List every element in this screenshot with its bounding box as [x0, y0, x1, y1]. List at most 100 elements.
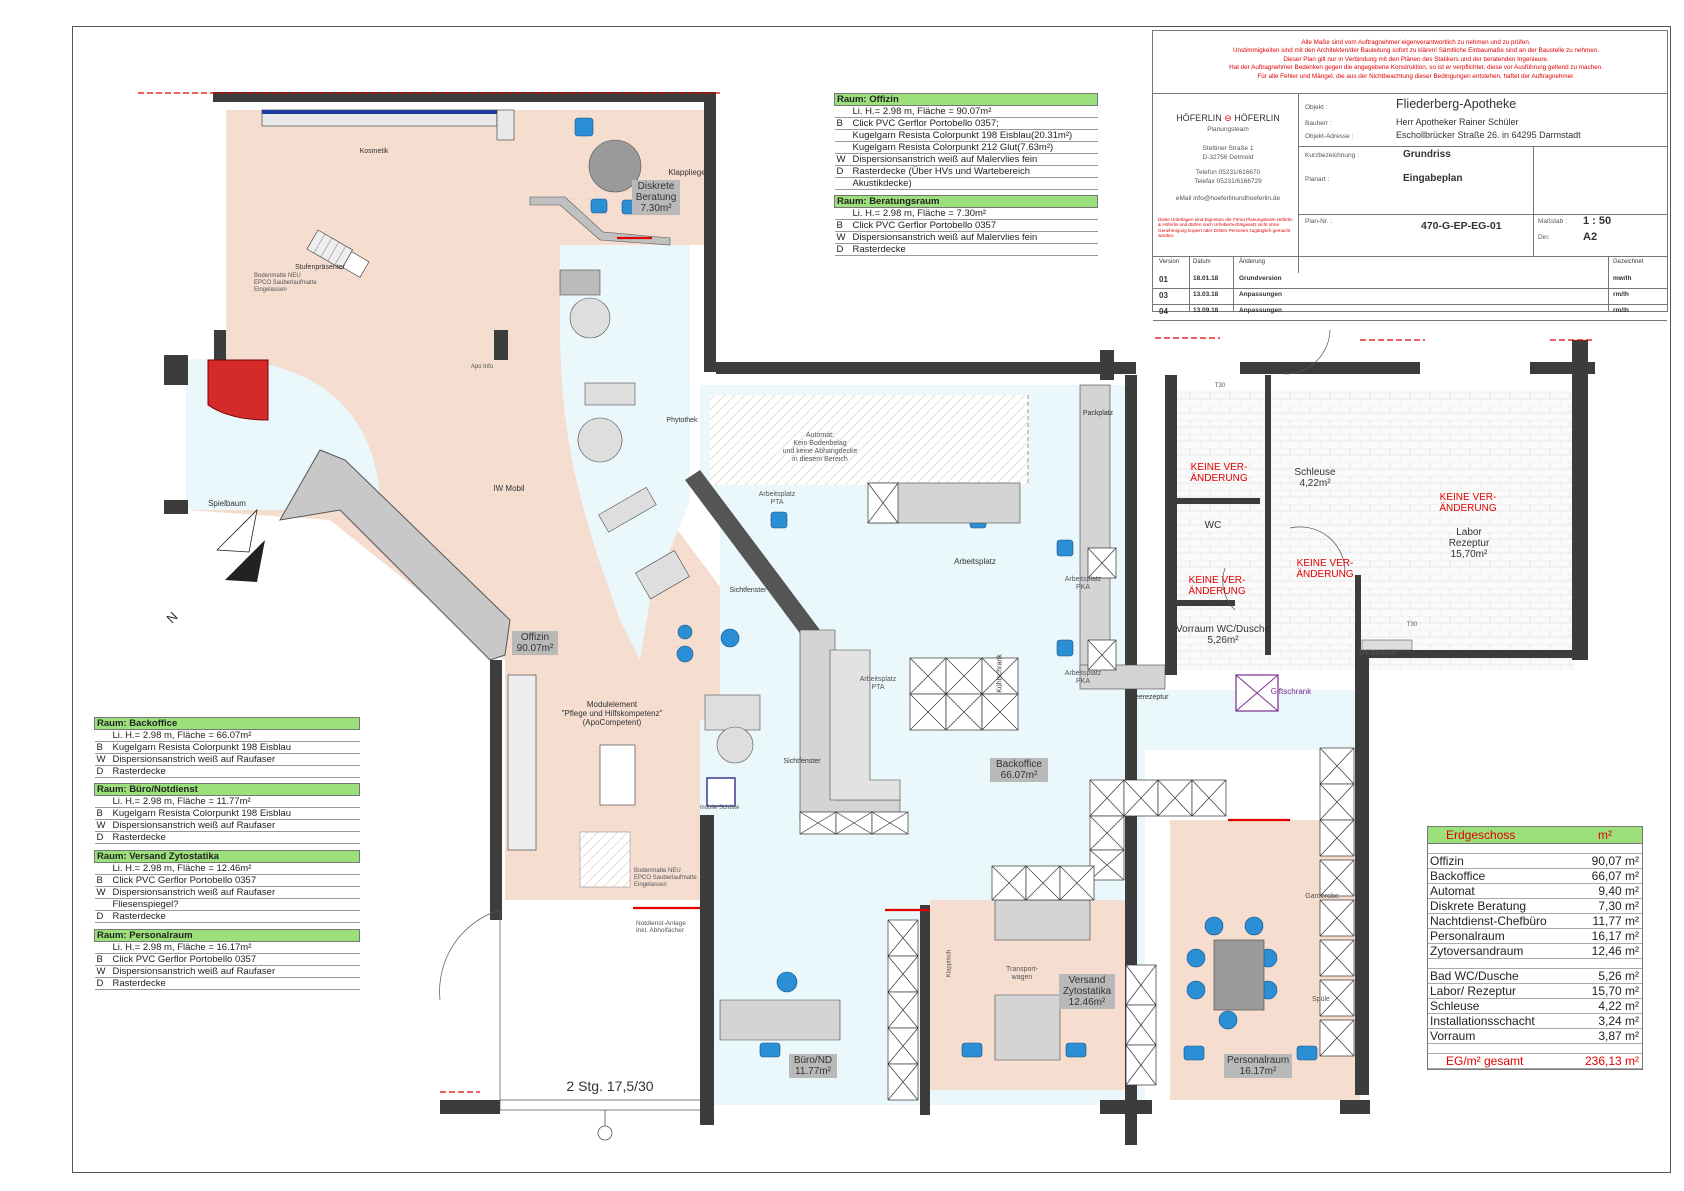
cabinet-cross — [991, 865, 1027, 901]
rev-vline — [1189, 256, 1190, 311]
label-mobile-schuette: mobile Schütte — [699, 805, 740, 811]
lbl-objekt: Objekt : — [1305, 104, 1328, 111]
label-keine-3b: ÄNDERUNG — [1296, 569, 1354, 580]
spec-row: Li. H.= 2.98 m, Fläche = 11.77m² — [94, 795, 360, 808]
spec-row: Li. H.= 2.98 m, Fläche = 90.07m² — [834, 105, 1098, 118]
spec-text: Click PVC Gerflor Portobello 0357; — [850, 117, 1098, 130]
rev-date: 18.01.18 — [1193, 275, 1219, 282]
spec-header-row: Raum: Büro/Notdienst — [94, 783, 360, 796]
spec-key: D — [94, 831, 111, 844]
cabinet-cross — [981, 693, 1019, 731]
spec-key: B — [94, 953, 111, 966]
tb-line-1 — [1153, 93, 1667, 94]
tb-bauherr: Herr Apotheker Rainer Schüler — [1396, 117, 1519, 127]
spec-key: B — [834, 219, 851, 232]
area-header-unit: m² — [1598, 828, 1612, 842]
cabinet-cross — [887, 1027, 919, 1065]
spec-key — [834, 177, 851, 190]
cabinet-cross — [1157, 779, 1193, 817]
spec-row: Akustikdecke) — [834, 177, 1098, 190]
label-keine-4: KEINE VER-ÄNDERUNG — [1433, 492, 1503, 514]
diagonal-facade — [279, 449, 511, 661]
spec-key: D — [94, 977, 111, 990]
area-room-name: Installationsschacht — [1430, 1014, 1535, 1028]
spec-text: Li. H.= 2.98 m, Fläche = 12.46m² — [110, 862, 360, 875]
label-eingelassen: Eingelassen — [254, 287, 287, 293]
spec-header: Raum: Versand Zytostatika — [94, 850, 360, 863]
rev-line — [1153, 320, 1667, 321]
lbl-din: Din: — [1538, 234, 1550, 241]
label-modul-3: (ApoCompetent) — [582, 718, 642, 727]
area-room-value: 12,46 m² — [1591, 944, 1639, 958]
spec-text: Kugelgarn Resista Colorpunkt 198 Eisblau… — [850, 129, 1098, 142]
label-backoffice: Backoffice 66.07m² — [990, 758, 1048, 782]
walls — [164, 92, 1595, 1145]
label-versand-3: 12.46m² — [1068, 997, 1106, 1008]
cabinet-cross — [1125, 1004, 1157, 1046]
spec-header: Raum: Büro/Notdienst — [94, 783, 360, 796]
spec-text: Li. H.= 2.98 m, Fläche = 11.77m² — [110, 795, 360, 808]
area-gap-1 — [1428, 844, 1642, 854]
label-vorraum-2: 5,26m² — [1207, 635, 1239, 646]
area-room-name: Automat — [1430, 884, 1475, 898]
backoffice-furniture — [719, 384, 1265, 1061]
label-ap-3: Arbeitsplatz — [1064, 576, 1102, 583]
spec-key: B — [94, 874, 111, 887]
label-offizin-1: Offizin — [520, 632, 550, 643]
spec-key: B — [94, 741, 111, 754]
spec-key — [94, 795, 111, 808]
spec-header-row: Raum: Personalraum — [94, 929, 360, 942]
label-giftschrank: Giftschrank — [1270, 687, 1312, 696]
lbl-massstab: Maßstab : — [1538, 218, 1567, 225]
spec-text: Li. H.= 2.98 m, Fläche = 7.30m² — [850, 207, 1098, 220]
label-versand: Versand Zytostatika 12.46m² — [1059, 974, 1115, 1009]
spec-header-row: Raum: Beratungsraum — [834, 195, 1098, 208]
label-t30-a: T30 — [1214, 383, 1226, 389]
spec-text: Dispersionsanstrich weiß auf Malervlies … — [850, 231, 1098, 244]
disclaimer-text: Alle Maße sind vom Auftragnehmer eigenve… — [1171, 39, 1661, 81]
rev-header: Version — [1159, 259, 1180, 265]
area-room-name: Backoffice — [1430, 869, 1486, 883]
lbl-bauherr: Bauherr : — [1305, 120, 1332, 127]
red-dashed-lines — [138, 92, 1592, 1093]
label-packplatz: Packplatz — [1082, 410, 1114, 417]
label-spielbaum: Spielbaum — [208, 499, 246, 508]
label-buero-2: 11.77m² — [795, 1066, 831, 1077]
label-iw-mobil: IW Mobil — [493, 484, 525, 493]
cabinet-cross — [1087, 639, 1117, 671]
label-arbeitsplatz-pka-1: Arbeitsplatz PKA — [1058, 576, 1108, 592]
label-diskrete-1: Diskrete — [637, 181, 675, 192]
spec-text: Rasterdecke — [110, 831, 360, 844]
spec-text: Li. H.= 2.98 m, Fläche = 66.07m² — [110, 729, 360, 742]
label-bodenmatte-2: Bodenmatte NEU EPCO Sauberlaufmatte Eing… — [634, 868, 714, 889]
label-schleuse-2: 4,22m² — [1299, 478, 1331, 489]
label-personal-2: 16.17m² — [1239, 1066, 1277, 1077]
area-room-value: 15,70 m² — [1591, 984, 1639, 998]
label-notdienst: Notdienst-Anlage Inkl. Abholfächer — [636, 920, 716, 934]
label-transportwagen: Transport- wagen — [1002, 966, 1042, 982]
label-buero-nd: Büro/ND 11.77m² — [789, 1054, 837, 1078]
label-keine-2b: ÄNDERUNG — [1188, 586, 1246, 597]
lbl-planart: Planart : — [1305, 176, 1330, 183]
label-uv-bestand: UV Bestand — [1359, 650, 1397, 657]
spec-text: Rasterdecke (Über HVs und Wartebereich — [850, 165, 1098, 178]
cabinet-cross — [887, 1063, 919, 1101]
entrance-mat — [579, 831, 631, 888]
spec-text: Kugelgarn Resista Colorpunkt 198 Eisblau — [110, 807, 360, 820]
label-sichtfenster-2: Sichtfenster — [783, 758, 821, 765]
label-stairs: 2 Stg. 17,5/30 — [566, 1078, 654, 1094]
disclaimer-line: Hat der Auftragnehmer Bedenken gegen die… — [1229, 64, 1603, 72]
